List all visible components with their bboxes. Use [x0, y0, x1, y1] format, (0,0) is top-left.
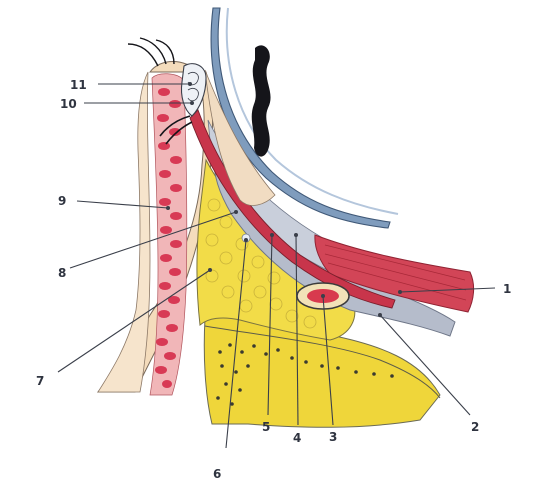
leader-dot-11 — [188, 82, 192, 86]
label-5: 5 — [262, 420, 270, 434]
label-9: 9 — [58, 194, 66, 208]
leader-dot-9 — [166, 206, 170, 210]
label-4: 4 — [293, 431, 301, 445]
label-1: 1 — [503, 282, 511, 296]
leader-dot-6 — [244, 238, 248, 242]
label-6: 6 — [213, 467, 221, 481]
leader-dot-8 — [234, 210, 238, 214]
leader-dot-7 — [208, 268, 212, 272]
leader-dot-5 — [270, 233, 274, 237]
illustration — [98, 8, 474, 427]
leader-9 — [77, 201, 168, 208]
label-8: 8 — [58, 266, 66, 280]
leader-dot-3 — [321, 294, 325, 298]
label-7: 7 — [36, 374, 44, 388]
leader-dot-1 — [398, 290, 402, 294]
label-11: 11 — [70, 78, 87, 92]
leader-dot-4 — [294, 233, 298, 237]
leader-dot-2 — [378, 313, 382, 317]
label-2: 2 — [471, 420, 479, 434]
skin-column — [98, 72, 150, 392]
label-3: 3 — [329, 430, 337, 444]
label-10: 10 — [60, 97, 77, 111]
marginal-gland — [181, 64, 206, 116]
leader-dot-10 — [190, 101, 194, 105]
eyelash-1 — [128, 44, 158, 66]
black-hair-mass — [252, 45, 271, 156]
